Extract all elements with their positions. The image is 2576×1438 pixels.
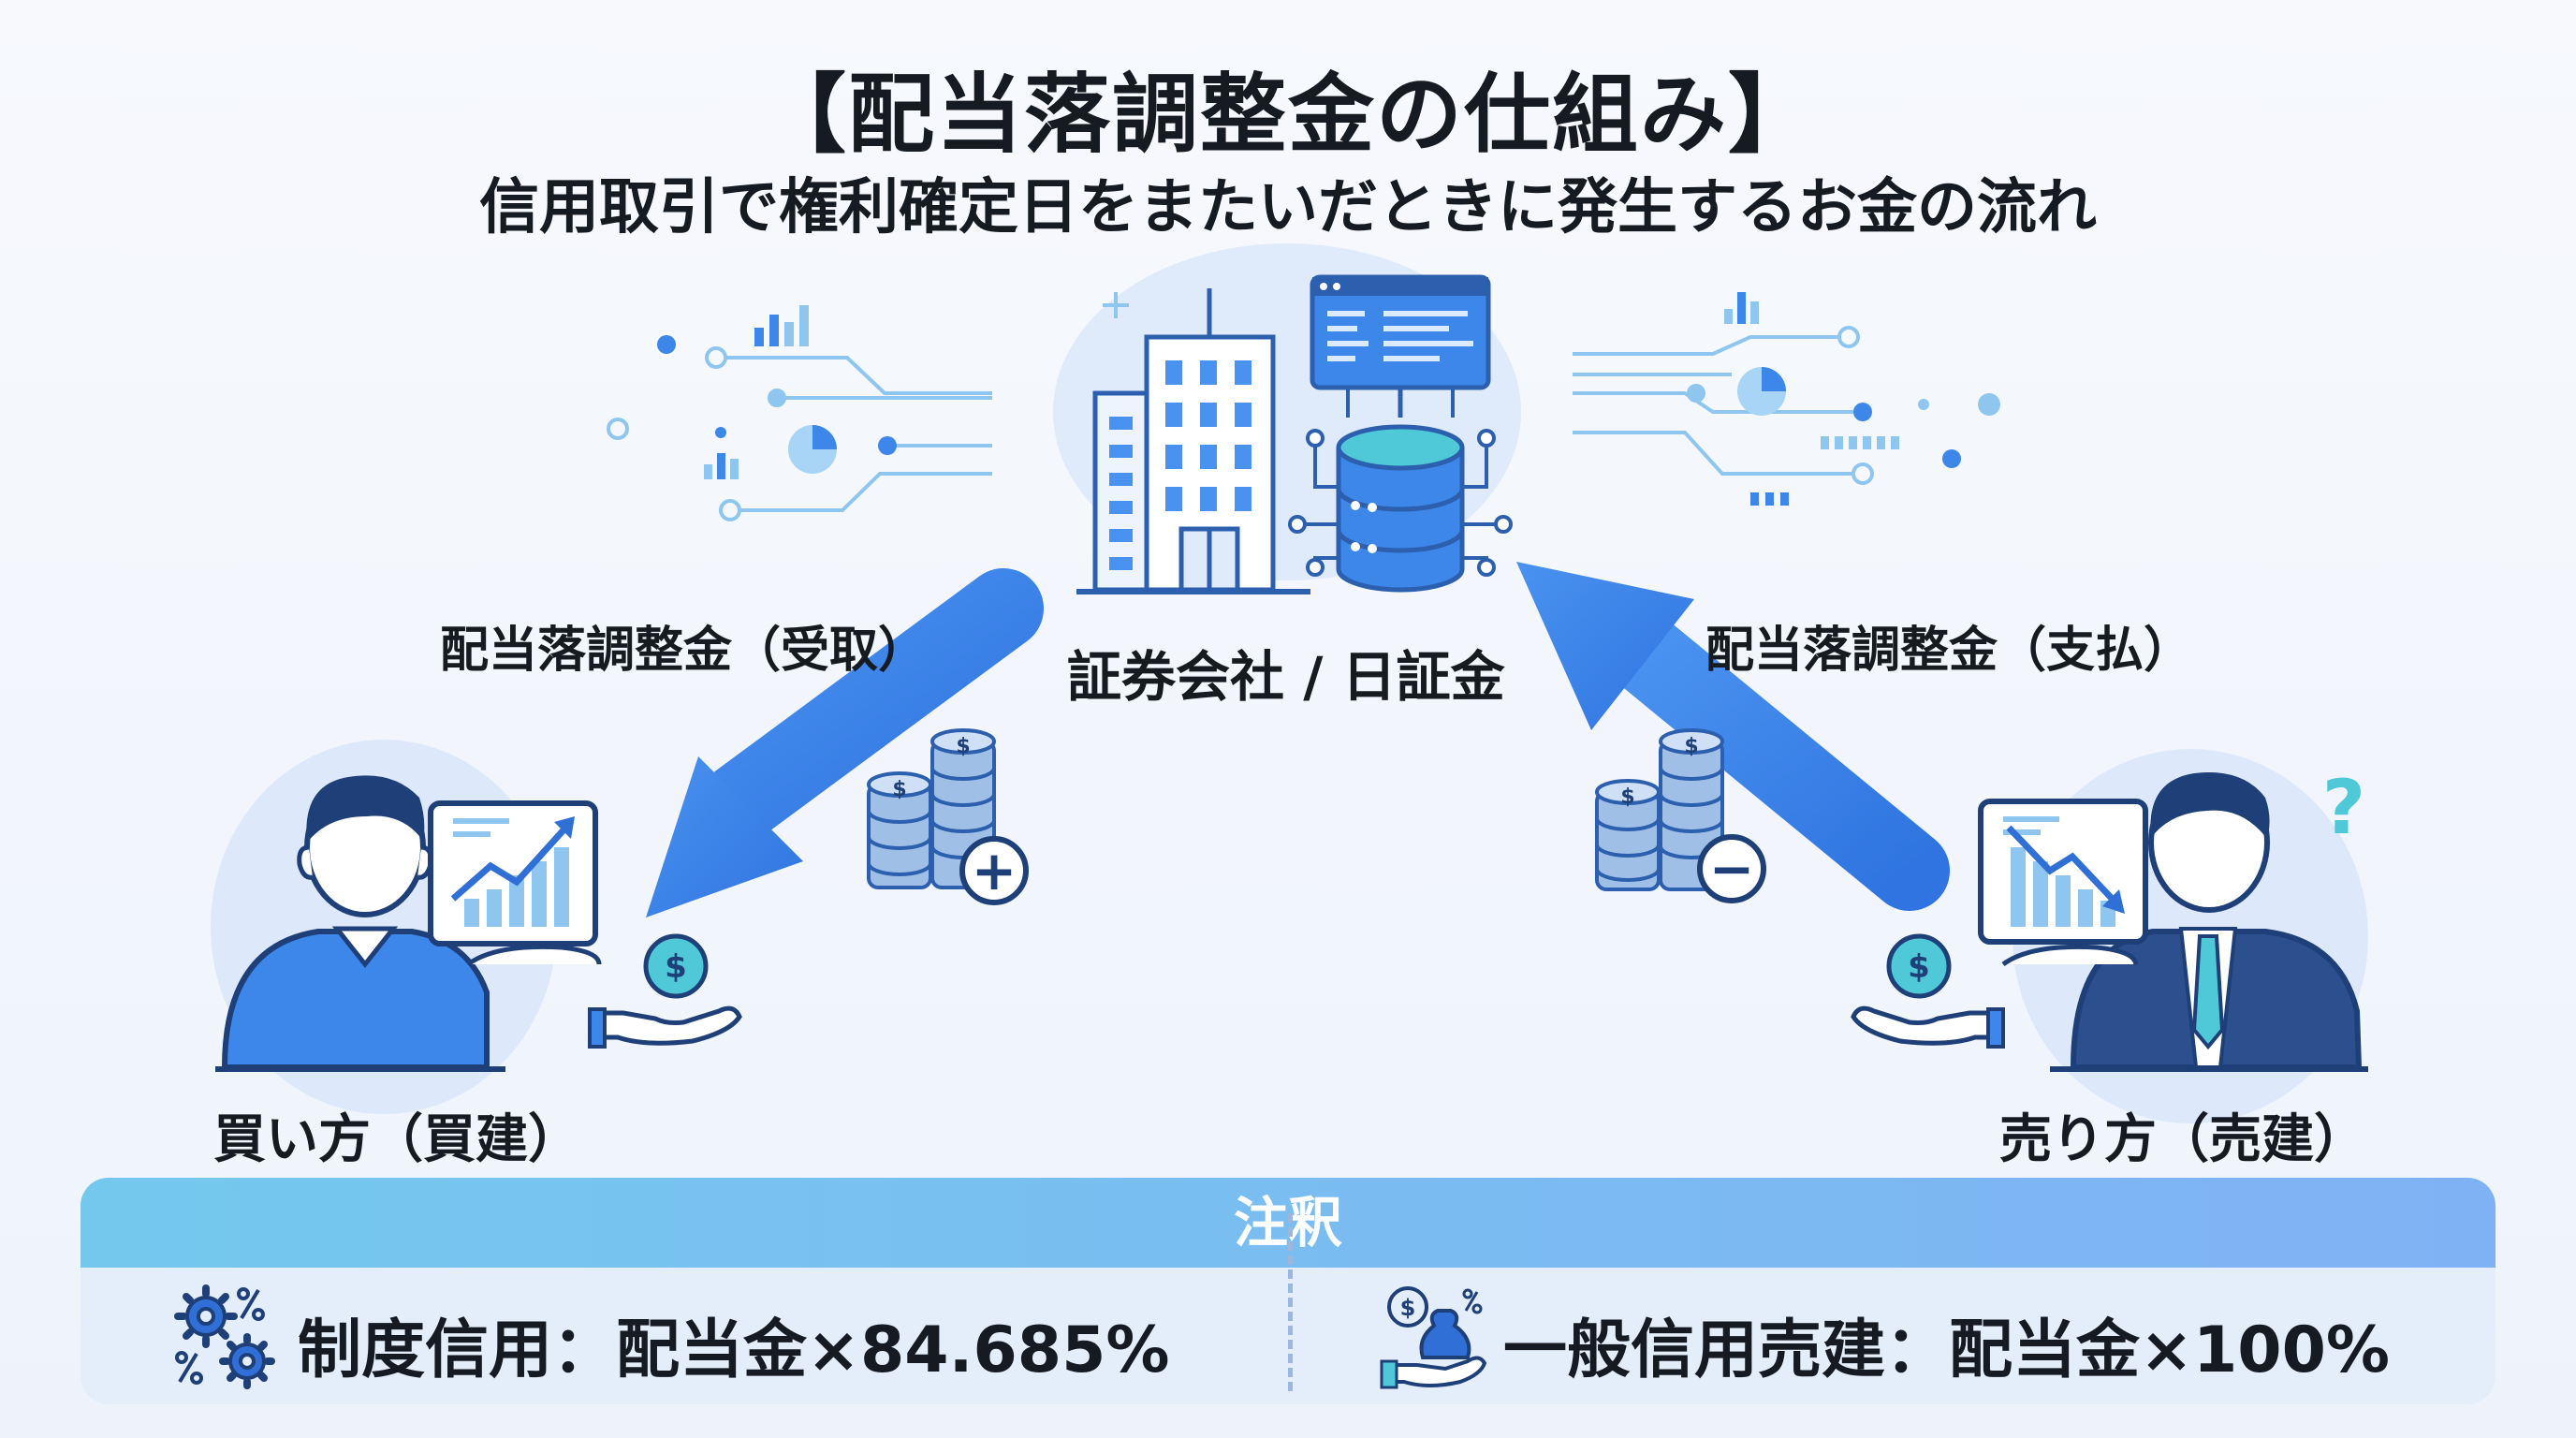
note-ippan-shinyo: 一般信用売建：配当金×100% <box>1503 1313 2391 1387</box>
minus-sign: − <box>1709 837 1755 901</box>
pie-icon-left <box>788 425 837 474</box>
gears-percent-icon <box>174 1284 275 1389</box>
database-icon <box>1288 424 1513 593</box>
building-windows <box>1109 360 1251 570</box>
bar-icon-left <box>704 305 809 479</box>
center-node-label: 証券会社 / 日証金 <box>1067 645 1505 709</box>
question-mark-icon: ? <box>2322 764 2365 851</box>
notes-divider <box>1288 1213 1293 1391</box>
seller-person-icon <box>2050 772 2368 1072</box>
seller-label: 売り方（売建） <box>1999 1109 2366 1170</box>
sparkle-icon <box>1103 292 1129 318</box>
coin-symbol-plus-a: $ <box>892 778 906 801</box>
plus-sign: + <box>972 839 1017 902</box>
arrow-pay <box>1516 562 1950 911</box>
buyer-label: 買い方（買建） <box>213 1109 580 1170</box>
coin-stack-minus-icon <box>1595 728 1766 903</box>
diagram-subtitle: 信用取引で権利確定日をまたいだときに発生するお金の流れ <box>479 173 2097 242</box>
pie-icon-right <box>1737 367 1786 416</box>
buyer-coin-symbol: $ <box>665 948 687 986</box>
coin-symbol-plus-b: $ <box>956 735 970 758</box>
buyer-hand-coin-icon <box>588 933 742 1049</box>
rising-chart-icon <box>428 800 602 967</box>
note-seido-shinyo: 制度信用：配当金×84.685% <box>298 1313 1170 1387</box>
buyer-person-icon <box>215 775 505 1072</box>
seller-hand-coin-icon <box>1851 933 2005 1049</box>
bar-icon-right <box>1724 292 1899 506</box>
coin-stack-plus-icon <box>867 728 1029 905</box>
moneybag-coin-symbol: $ <box>1400 1295 1416 1321</box>
coin-symbol-minus-b: $ <box>1684 735 1698 758</box>
flow-label-receive: 配当落調整金（受取） <box>440 623 928 679</box>
moneybag-hand-icon: $ <box>1380 1286 1487 1389</box>
arrow-receive <box>646 568 1044 917</box>
monitor-icon <box>1310 274 1491 418</box>
seller-coin-symbol: $ <box>1908 948 1930 986</box>
falling-chart-icon <box>1978 799 2148 967</box>
circuit-left-icon <box>607 335 992 521</box>
diagram-title: 【配当落調整金の仕組み】 <box>759 65 1816 165</box>
circuit-right-icon <box>1573 326 2000 485</box>
coin-symbol-minus-a: $ <box>1620 785 1634 809</box>
flow-label-pay: 配当落調整金（支払） <box>1705 623 2193 679</box>
